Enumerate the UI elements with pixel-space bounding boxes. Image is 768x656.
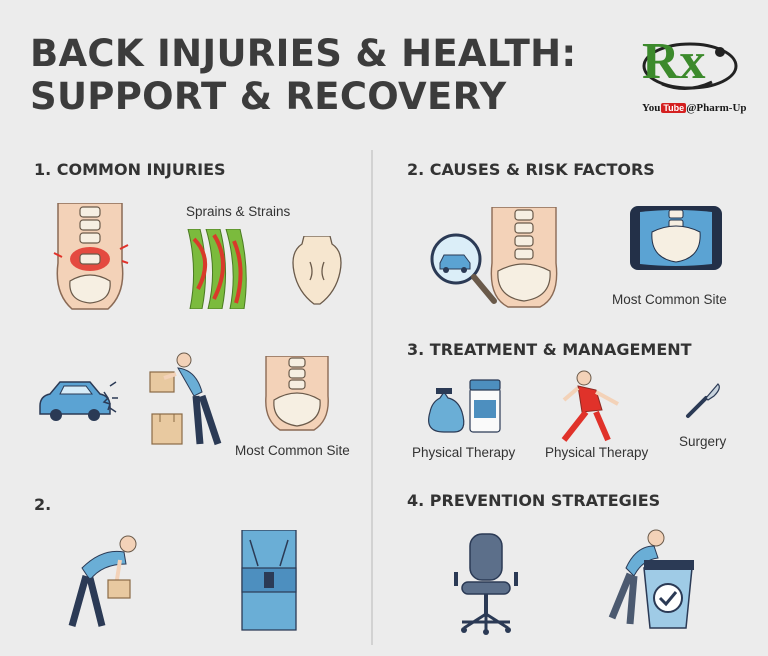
heading-prevention-strategies: 4. PREVENTION STRATEGIES: [407, 491, 661, 510]
handle-text: @Pharm-Up: [686, 102, 747, 114]
rx-letters: Rx: [642, 33, 706, 90]
caption-physical-therapy-1: Physical Therapy: [412, 445, 516, 460]
rx-logo-icon: Rx: [642, 33, 738, 90]
safe-lifting-checkmark-icon: [590, 528, 698, 632]
title-line-2: SUPPORT & RECOVERY: [30, 75, 507, 118]
page-title: BACK INJURIES & HEALTH: SUPPORT & RECOVE…: [30, 32, 577, 118]
caption-surgery: Surgery: [679, 434, 727, 449]
youtube-prefix: You: [642, 102, 661, 114]
caption-physical-therapy-2: Physical Therapy: [545, 445, 649, 460]
car-accident-icon: [38, 378, 118, 424]
title-line-1: BACK INJURIES & HEALTH:: [30, 32, 577, 75]
inflamed-spine-icon: [50, 203, 130, 311]
pelvis-xray-icon: [630, 206, 722, 270]
scalpel-icon: [684, 380, 724, 420]
heading-section-2-left: 2.: [34, 495, 52, 514]
heading-causes-risk-factors: 2. CAUSES & RISK FACTORS: [407, 160, 655, 179]
heading-treatment-management: 3. TREATMENT & MANAGEMENT: [407, 340, 692, 359]
person-lifting-box-icon: [146, 352, 226, 448]
youtube-icon: Tube: [661, 103, 687, 113]
caption-sprains-strains: Sprains & Strains: [186, 204, 291, 219]
lumbar-spine-icon: [262, 356, 332, 432]
lower-back-hips-icon: [484, 207, 564, 309]
magnifier-car-icon: [428, 231, 498, 307]
strained-muscle-icon: [184, 229, 252, 309]
ergonomic-chair-icon: [450, 532, 522, 636]
pelvis-bone-icon: [290, 236, 344, 306]
column-divider: [371, 150, 373, 645]
caption-most-common-site-left: Most Common Site: [235, 443, 350, 458]
back-brace-icon: [238, 530, 300, 634]
person-bending-lifting-icon: [62, 534, 144, 634]
heading-common-injuries: 1. COMMON INJURIES: [34, 160, 226, 179]
ice-pack-medicine-icon: [424, 378, 504, 434]
caption-most-common-site-right: Most Common Site: [612, 292, 727, 307]
person-exercising-icon: [556, 370, 626, 444]
